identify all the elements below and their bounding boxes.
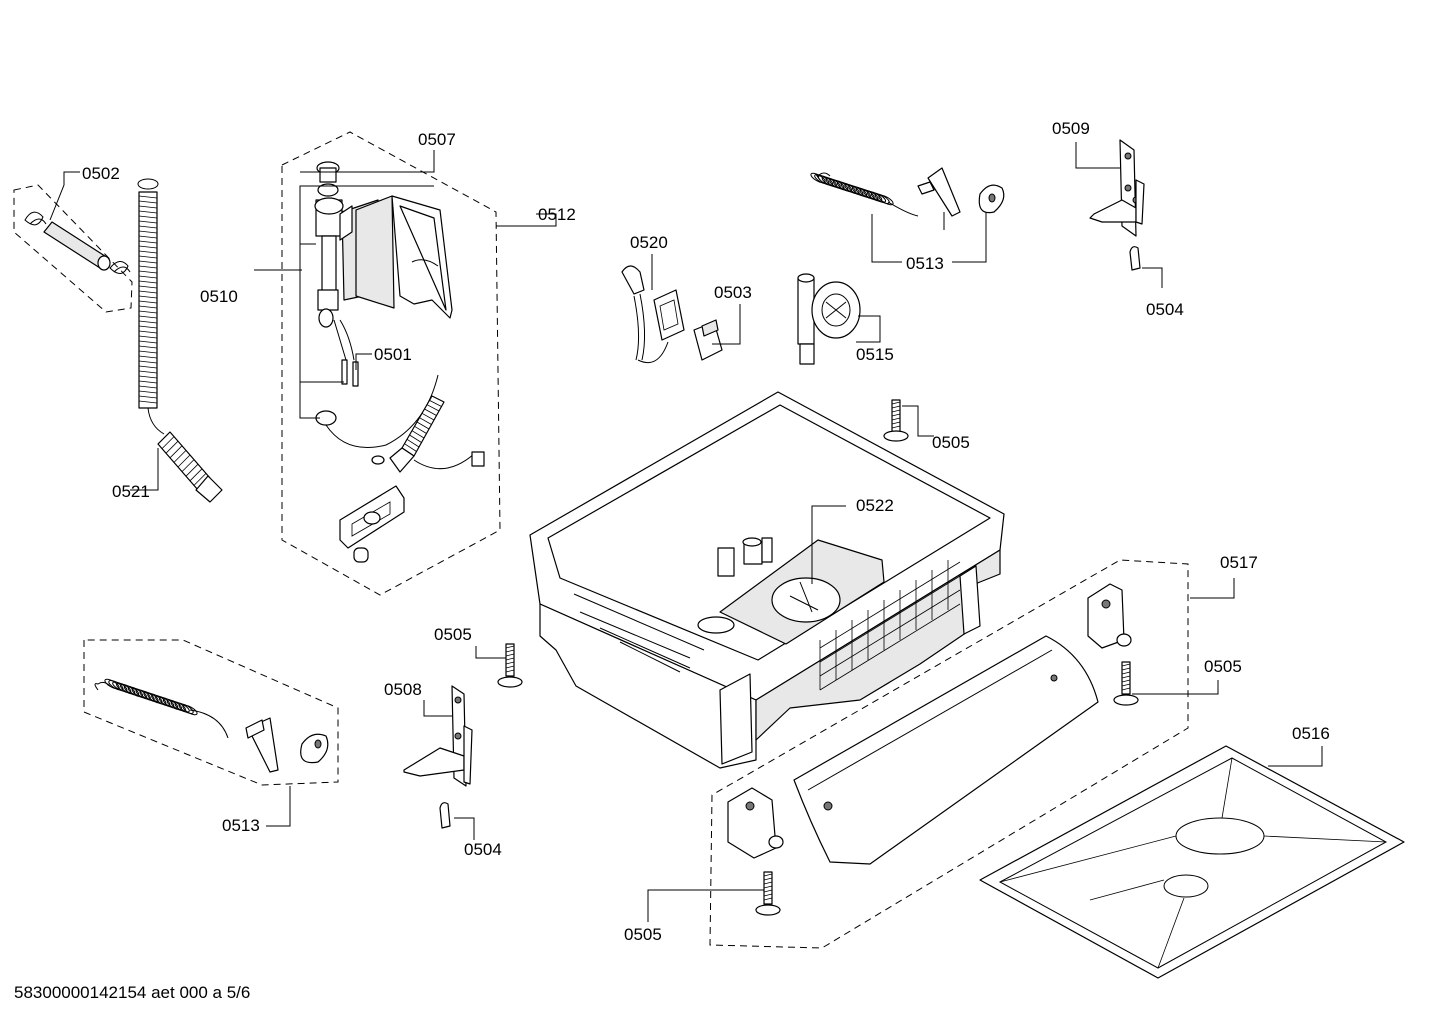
document-id: 58300000142154 aet 000 a 5/6 (14, 983, 251, 1002)
connector-0503 (693, 319, 723, 361)
base-plate-0516 (979, 745, 1405, 979)
spring-0513-top (810, 172, 919, 217)
callout-0522: 0522 (856, 496, 894, 515)
inner-hose (371, 395, 485, 473)
callout-0502: 0502 (82, 164, 120, 183)
cover-0512 (355, 195, 453, 319)
callout-0504-top: 0504 (1146, 300, 1184, 319)
callout-0513-top: 0513 (906, 254, 944, 273)
group-outline-0513-bottom (83, 639, 339, 786)
callout-0507: 0507 (418, 130, 456, 149)
bracket-0517-bottom (727, 787, 784, 859)
leader-lines (49, 142, 1323, 922)
drain-pump-0515 (797, 273, 861, 365)
group-outline-0512 (281, 131, 501, 596)
cap-0513-bottom (300, 733, 329, 764)
callout-0505-bottom: 0505 (624, 925, 662, 944)
clip-0513-top (917, 167, 961, 217)
corrugated-drain-hose (137, 178, 165, 435)
clip-0504-bottom (439, 802, 451, 829)
screw-0505-bottom (755, 871, 781, 916)
callout-0521: 0521 (112, 482, 150, 501)
callout-0505-left: 0505 (434, 625, 472, 644)
callout-0517: 0517 (1220, 553, 1258, 572)
callout-0505-right: 0505 (1204, 657, 1242, 676)
callout-0503: 0503 (714, 283, 752, 302)
clip-0504-top (1129, 246, 1141, 271)
callout-0516: 0516 (1292, 724, 1330, 743)
callout-0508: 0508 (384, 680, 422, 699)
cap-0513-top (978, 184, 1005, 214)
hose-piece-0502 (24, 211, 131, 274)
bracket-0509 (1089, 139, 1145, 237)
hose-end-0521 (157, 431, 223, 503)
base-tub-0522 (529, 391, 1005, 769)
bracket-0517-top (1087, 583, 1132, 649)
group-outline-0502 (13, 184, 133, 313)
wire-harness-0520 (621, 265, 685, 364)
clip-0513-bottom (245, 717, 279, 773)
group-outline-0517 (709, 559, 1189, 949)
bracket-0508 (403, 685, 473, 787)
callout-0512: 0512 (538, 205, 576, 224)
spring-0513-bottom (94, 678, 229, 739)
screw-0505-top (883, 399, 909, 442)
screw-0505-right (1113, 661, 1139, 706)
callout-0501: 0501 (374, 345, 412, 364)
callout-0513-bottom: 0513 (222, 816, 260, 835)
group-bracket (339, 485, 405, 563)
kick-plate-0517 (793, 635, 1099, 865)
callout-0509: 0509 (1052, 119, 1090, 138)
callout-0505-top: 0505 (932, 433, 970, 452)
callout-0520: 0520 (630, 233, 668, 252)
callout-0510: 0510 (200, 287, 238, 306)
screw-0505-left (497, 643, 523, 688)
callout-0515: 0515 (856, 345, 894, 364)
callout-0504-bottom: 0504 (464, 840, 502, 859)
